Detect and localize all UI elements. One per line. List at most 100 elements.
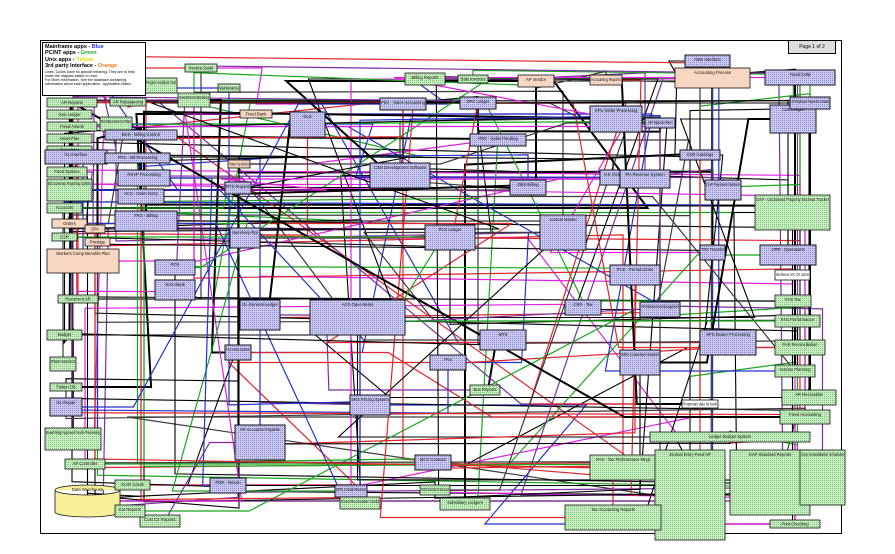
app-node-mainframe[interactable]: CSR - Tax [564,299,602,316]
app-node-mainframe[interactable]: BCS - Billing Control [104,129,178,141]
app-node-pcnt[interactable]: Subsidiary Ledgers [439,497,491,511]
app-node-mainframe[interactable]: Summary Rpt [229,227,261,249]
app-node-pcnt[interactable]: PCSDW(PC Fixed) Dealer Budget System War… [419,484,451,496]
app-node-mainframe[interactable]: PAS [429,354,467,371]
app-node-mainframe[interactable]: MTS [479,329,527,351]
app-node-pcnt[interactable]: FAS Tax [774,294,812,308]
app-node-pcnt[interactable]: Fixed Assets [46,121,98,132]
app-node-pcnt[interactable]: Maintenance [217,83,241,93]
app-node-mainframe[interactable]: AMS Interface [684,54,731,68]
app-node-pcnt[interactable]: Plant Monitor [49,356,77,372]
app-node-pcnt[interactable]: Corp Consolidation Schedules [799,449,846,506]
app-node-pcnt[interactable]: Fund Options [46,166,88,178]
app-node-mainframe[interactable]: IPA Revenue System [619,169,671,189]
app-node-mainframe[interactable]: SRS Customer Master [619,349,661,376]
app-node-mainframe[interactable]: ACS Open Items [309,299,406,336]
app-node-mainframe[interactable]: Fixed CSM [764,69,836,86]
app-node-mainframe[interactable]: PCS [154,259,196,276]
app-node-pcnt[interactable]: Ledger Budget System [649,431,811,443]
app-node-white[interactable]: Proprietary data for bank [681,399,719,409]
app-node-mainframe[interactable]: PPS - Bill Processing [104,152,171,164]
app-node-pcnt[interactable]: Reimbursement Plan [99,116,133,132]
app-node-mainframe[interactable]: AP Disbursement Management [639,301,681,318]
app-node-mainframe[interactable]: TRS Transfer [699,244,726,261]
app-node-mainframe[interactable]: Journal Master [539,214,587,251]
app-node-mainframe[interactable]: DPS Credit Memos [334,484,368,498]
app-node-pcnt[interactable]: Accounts [46,202,83,214]
app-node-unix[interactable]: Data Warehouse [54,484,121,518]
app-node-third_party[interactable]: Accounting Process [674,67,751,89]
app-node-third_party[interactable]: Prestige [84,237,111,247]
app-node-third_party[interactable]: AP Vendor [517,74,555,88]
app-node-mainframe[interactable]: FRS - Billing [114,210,178,232]
app-node-pcnt[interactable]: Board Mngt Approval Funds Processing [44,427,102,451]
app-node-white[interactable]: Miscellaneous: ACR, ACM, Systems [774,269,811,281]
app-node-pcnt[interactable]: Cost Ctr Reports [139,514,181,528]
app-node-mainframe[interactable]: ACS - Order Entry [117,188,165,205]
app-node-pcnt[interactable]: GAP - Unclaimed Property Escheat Tracker [754,194,831,231]
app-node-pcnt[interactable]: Sale Invoices [457,74,489,84]
app-node-pcnt[interactable]: AP Controller [64,458,106,470]
app-node-mainframe[interactable]: AP Bank Rec [644,117,676,129]
app-node-pcnt[interactable]: Invoice Desk [184,63,218,73]
app-node-pcnt[interactable]: FAS Performance [774,314,821,328]
app-node-mainframe[interactable]: PCS Ledger [424,224,476,251]
app-node-mainframe[interactable]: OPR - Operations [759,244,817,266]
app-node-third_party[interactable]: Positive Pay Interface [227,159,251,169]
app-node-third_party[interactable]: Fixed Bank [239,109,273,119]
app-node-pcnt[interactable]: AR Receivable [781,389,837,406]
app-node-pcnt[interactable]: GAP Standard Reports [729,449,811,516]
app-node-mainframe[interactable]: CAP Payment System [704,179,742,201]
app-node-pcnt[interactable]: Billing Reports [404,72,446,86]
app-node-pcnt[interactable]: Fixed Accounting [779,409,831,425]
app-node-pcnt[interactable]: AR Reports [46,97,98,108]
app-node-mainframe[interactable]: GL Repair [49,397,83,417]
app-node-pcnt[interactable]: Bus Reports [469,384,501,396]
app-node-pcnt[interactable]: Tax Accounting Reports [564,504,662,531]
app-node-pcnt[interactable]: Budget [46,329,83,341]
app-node-pcnt[interactable]: ICAR Credit [114,479,151,491]
app-node-third_party[interactable]: Workers Comp Benefits Plan [46,248,120,274]
app-node-mainframe[interactable]: GL General Ledger [239,299,281,331]
app-node-pcnt[interactable]: Tuition DB [49,382,83,392]
app-node-pcnt[interactable]: FAS Reconciliation [774,339,826,356]
app-node-mainframe[interactable]: AP Employee Payments to Bank [789,96,831,110]
app-node-mainframe[interactable]: CSM Development Software [369,162,431,189]
app-node-mainframe[interactable]: CPU Order Processing [589,105,643,133]
app-node-mainframe[interactable]: SRS Pricing System [349,394,391,416]
app-node-pcnt[interactable]: PAS - Tax Performance Mngt [589,454,657,481]
app-node-pcnt[interactable]: Project Analysis Tool [144,77,178,94]
app-node-mainframe[interactable]: PSC - Sales Accounting [379,97,427,111]
app-node-mainframe[interactable]: DAC Bank [154,279,196,301]
app-node-mainframe[interactable]: GLS [289,111,326,138]
app-node-mainframe[interactable]: FAS Asset System [224,344,252,361]
node-texture [110,98,146,106]
app-node-third_party[interactable]: Accounting Reports [589,74,623,86]
app-node-mainframe[interactable]: RTS Reports [224,181,252,195]
app-node-pcnt[interactable]: Investment Banking [177,92,211,108]
app-node-pcnt[interactable]: AR Rebalancing [109,97,147,107]
app-node-pcnt[interactable]: Recurrent AR [57,294,99,304]
app-node-pcnt[interactable]: Actions Planning [774,364,816,378]
app-node-mainframe[interactable]: GL Interface [44,149,108,165]
app-node-mainframe[interactable]: DBS Billing [509,179,547,196]
app-node-mainframe[interactable]: CSR Catalogs [679,149,721,161]
app-node-mainframe[interactable]: DPS Ledger [459,96,497,110]
app-node-mainframe[interactable]: PDR - Return [209,477,247,494]
app-node-pcnt[interactable]: Gen Ledger [46,109,93,120]
app-node-third_party[interactable]: Orders [51,218,88,229]
app-node-pcnt[interactable]: Asset Plan [46,133,93,144]
app-node-mainframe[interactable]: RSVP Processing [117,169,171,187]
app-node-third_party[interactable]: SPA [84,224,106,234]
app-node-pcnt[interactable]: Bid Summary Reporting System [46,178,93,202]
app-node-pcnt[interactable]: CSR [51,232,78,242]
app-node-pcnt[interactable]: Ext Reports [114,504,146,518]
app-node-mainframe[interactable]: MCS Contract [414,454,452,471]
app-node-mainframe[interactable]: PRS - Sales Pending [469,133,527,147]
app-node-mainframe[interactable]: PCE - Period Close [609,264,661,286]
app-node-mainframe[interactable]: SPS Dealer Processing [699,329,757,356]
app-node-pcnt[interactable]: Fixed Receivable Credit [339,496,381,510]
app-node-mainframe[interactable]: AP Accounts Payable [234,424,286,461]
app-node-pcnt[interactable]: Print Checking [769,519,821,529]
app-node-pcnt[interactable]: Journal Entry Feed NT [654,449,726,541]
